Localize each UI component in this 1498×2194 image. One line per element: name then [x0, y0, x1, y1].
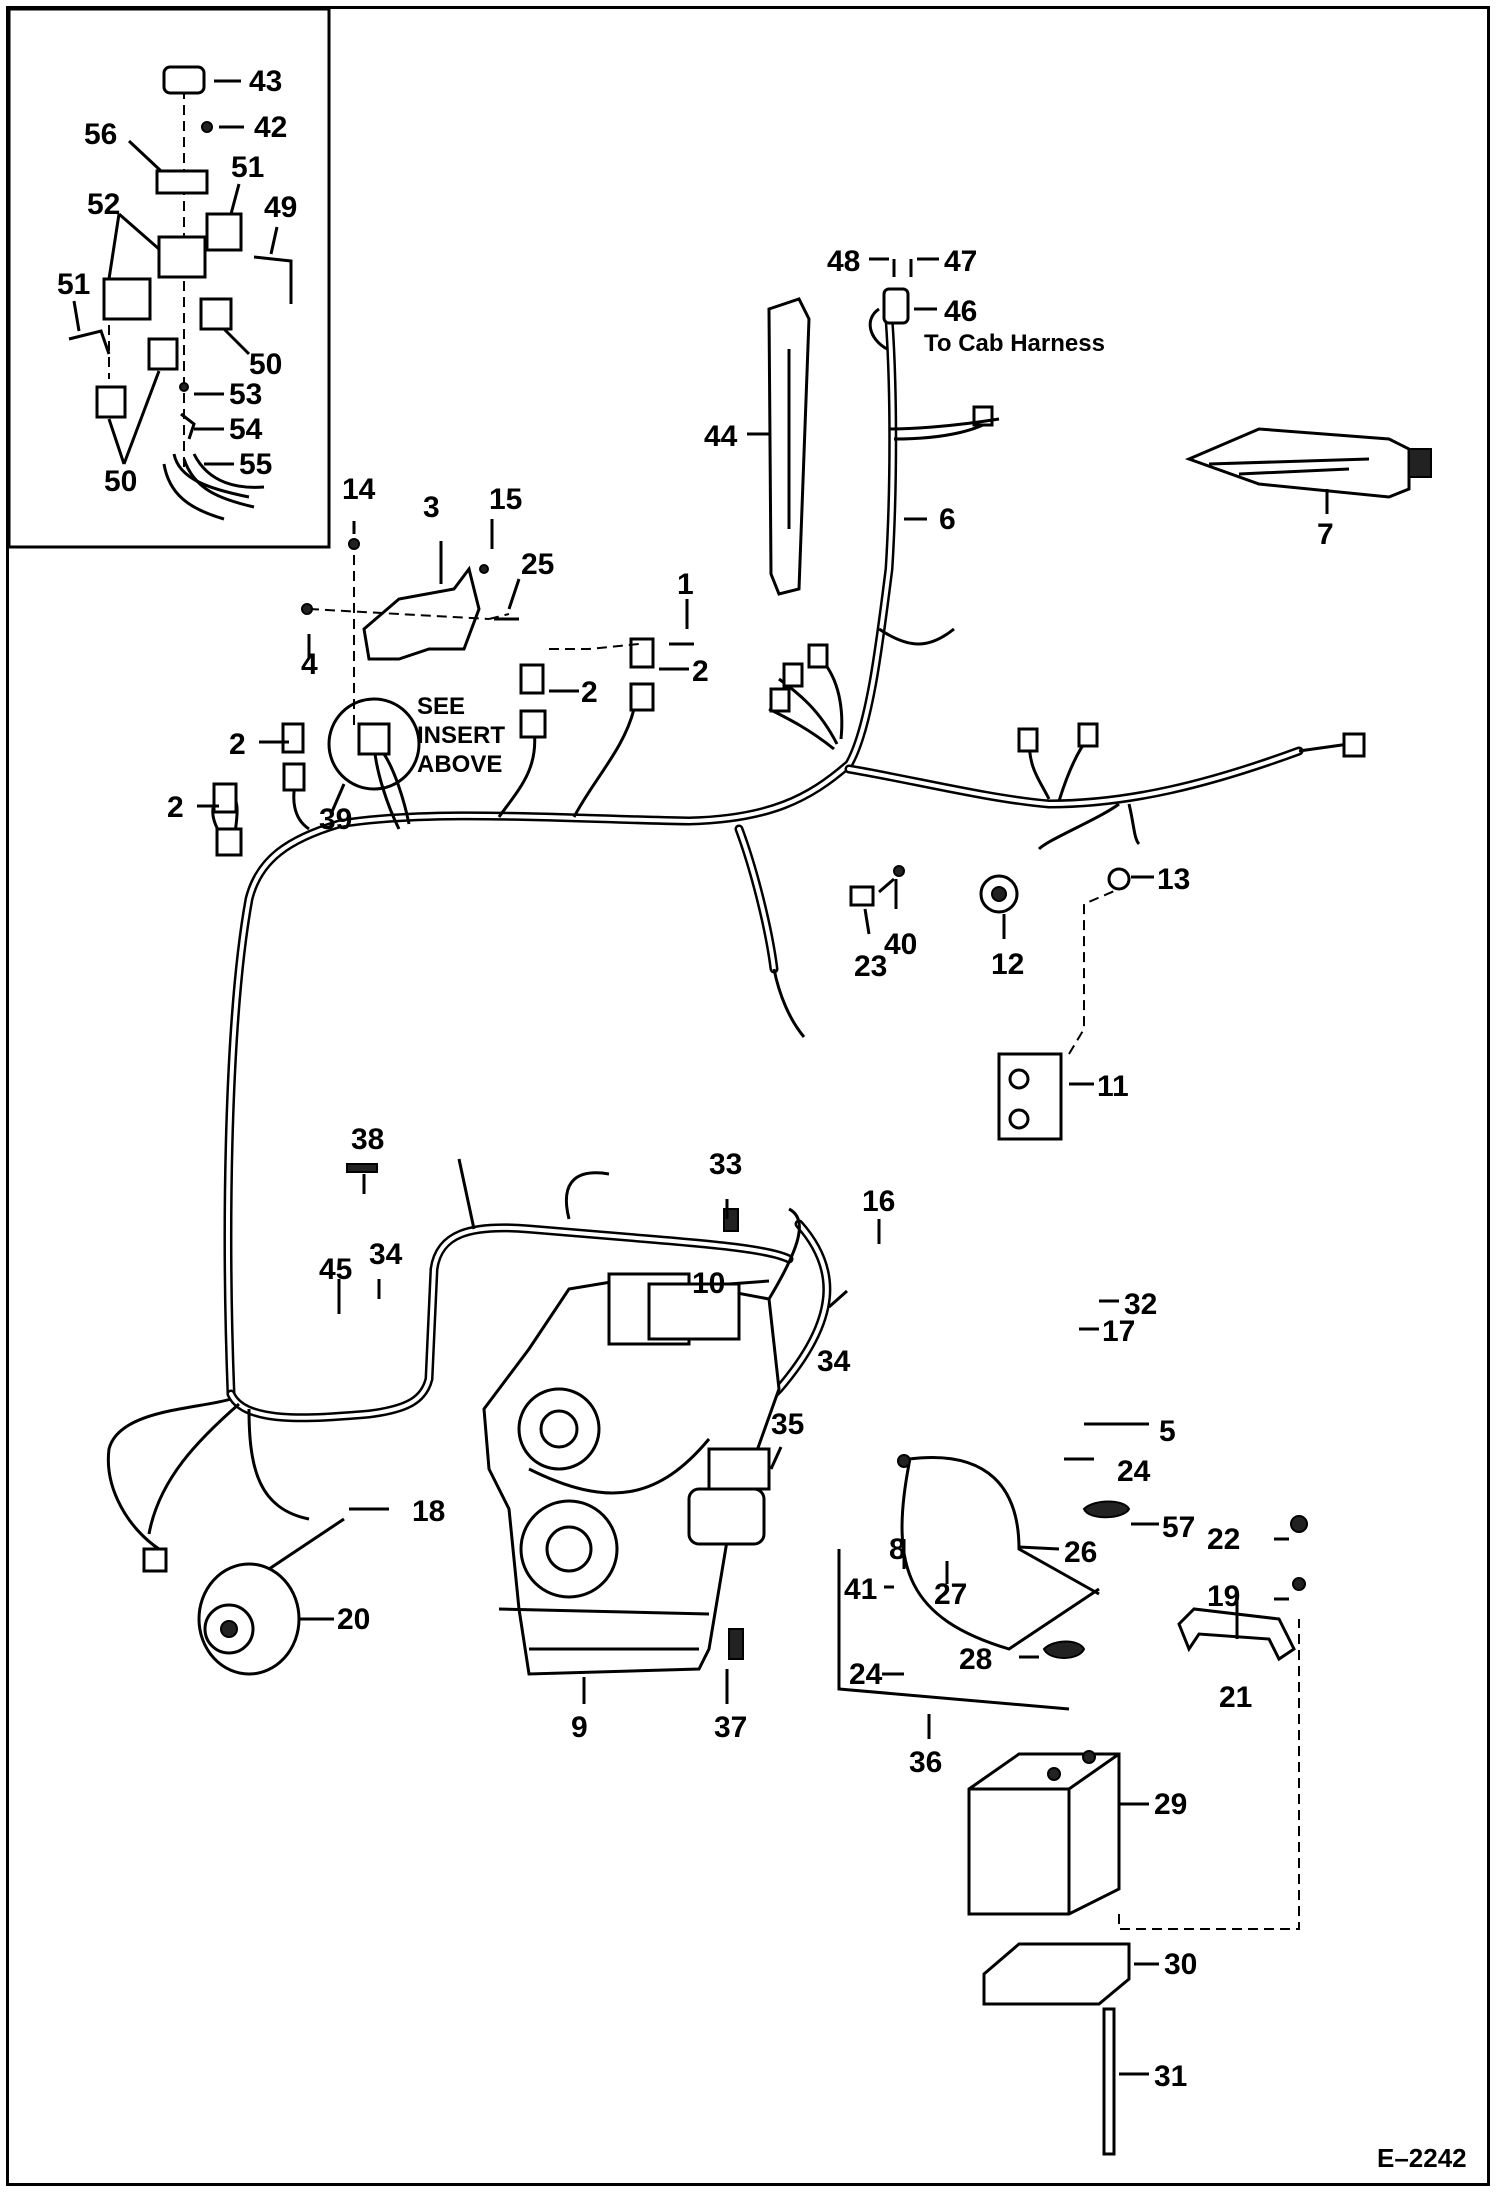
callout-51b: 51 [57, 268, 90, 301]
callout-20: 20 [337, 1603, 370, 1636]
callout-5: 5 [1159, 1415, 1176, 1448]
callout-39: 39 [319, 803, 352, 836]
callout-48: 48 [827, 245, 860, 278]
cab-harness-parts [767, 259, 1000, 596]
callout-4: 4 [301, 648, 318, 681]
callout-34b: 34 [817, 1345, 851, 1378]
callout-37: 37 [714, 1711, 747, 1744]
connectors [142, 405, 1366, 1573]
switch-parts [849, 865, 1131, 1141]
callout-41: 41 [844, 1573, 877, 1606]
callout-10: 10 [692, 1267, 725, 1300]
callout-49: 49 [264, 191, 297, 224]
insert-note-1: SEE [417, 693, 465, 720]
callout-36: 36 [909, 1746, 942, 1779]
callout-16: 16 [862, 1185, 895, 1218]
callout-24b: 24 [849, 1658, 883, 1691]
callout-11: 11 [1097, 1070, 1129, 1103]
callout-53: 53 [229, 378, 262, 411]
callout-50a: 50 [249, 348, 282, 381]
bracket-assembly [301, 538, 694, 729]
callout-1: 1 [677, 568, 694, 601]
callout-35: 35 [771, 1408, 804, 1441]
callout-55: 55 [239, 448, 272, 481]
callout-14: 14 [342, 473, 376, 506]
callout-56: 56 [84, 118, 117, 151]
callout-27: 27 [934, 1578, 967, 1611]
callout-25: 25 [521, 548, 554, 581]
battery-group [967, 1619, 1300, 2156]
callout-18: 18 [412, 1495, 445, 1528]
grease-tube [1184, 427, 1432, 499]
leader-lines [197, 257, 1329, 2076]
insert-note-3: ABOVE [417, 751, 502, 778]
callout-38: 38 [351, 1123, 384, 1156]
callout-54: 54 [229, 413, 263, 446]
insert-reference: SEE INSERT ABOVE [327, 693, 505, 791]
figure-id: E–2242 [1377, 2143, 1467, 2173]
callout-29: 29 [1154, 1788, 1187, 1821]
engine [482, 1207, 801, 1676]
callout-30: 30 [1164, 1948, 1197, 1981]
callout-40: 40 [884, 928, 917, 961]
callout-45: 45 [319, 1253, 352, 1286]
callout-7: 7 [1317, 518, 1334, 551]
callout-52: 52 [87, 188, 120, 221]
callout-31: 31 [1154, 2060, 1187, 2093]
parts-diagram: 43 42 56 51 52 49 51 50 53 54 55 50 [9, 9, 1467, 2173]
callout-21: 21 [1219, 1681, 1252, 1714]
callout-43: 43 [249, 65, 282, 98]
insert-note-2: INSERT [417, 722, 505, 749]
callout-33: 33 [709, 1148, 742, 1181]
callout-34a: 34 [369, 1238, 403, 1271]
callout-9: 9 [571, 1711, 588, 1744]
callout-2c: 2 [229, 728, 246, 761]
callout-26: 26 [1064, 1536, 1097, 1569]
callout-47: 47 [944, 245, 977, 278]
callout-15: 15 [489, 483, 522, 516]
alternator [197, 1517, 345, 1676]
callout-28: 28 [959, 1643, 992, 1676]
callout-23: 23 [854, 950, 887, 983]
cab-harness-note: To Cab Harness [924, 330, 1105, 357]
callout-51a: 51 [231, 151, 264, 184]
callout-labels: 1 2 2 2 2 3 4 5 6 7 8 9 10 11 12 13 14 1… [167, 245, 1467, 2173]
callout-42: 42 [254, 111, 287, 144]
callout-19: 19 [1207, 1580, 1240, 1613]
callout-44: 44 [704, 420, 738, 453]
insert-box: 43 42 56 51 52 49 51 50 53 54 55 50 [9, 9, 331, 549]
callout-3: 3 [423, 491, 440, 524]
diagram-frame: 43 42 56 51 52 49 51 50 53 54 55 50 [6, 6, 1490, 2186]
battery-cables [837, 1454, 1100, 1711]
callout-17: 17 [1102, 1315, 1135, 1348]
callout-46: 46 [944, 295, 977, 328]
callout-2a: 2 [692, 655, 709, 688]
callout-32: 32 [1124, 1288, 1157, 1321]
callout-22: 22 [1207, 1523, 1240, 1556]
callout-13: 13 [1157, 863, 1190, 896]
callout-57: 57 [1162, 1511, 1195, 1544]
callout-50b: 50 [104, 465, 137, 498]
callout-6: 6 [939, 503, 956, 536]
callout-24a: 24 [1117, 1455, 1151, 1488]
callout-2b: 2 [581, 676, 598, 709]
callout-2d: 2 [167, 791, 184, 824]
callout-12: 12 [991, 948, 1024, 981]
callout-8: 8 [889, 1533, 906, 1566]
